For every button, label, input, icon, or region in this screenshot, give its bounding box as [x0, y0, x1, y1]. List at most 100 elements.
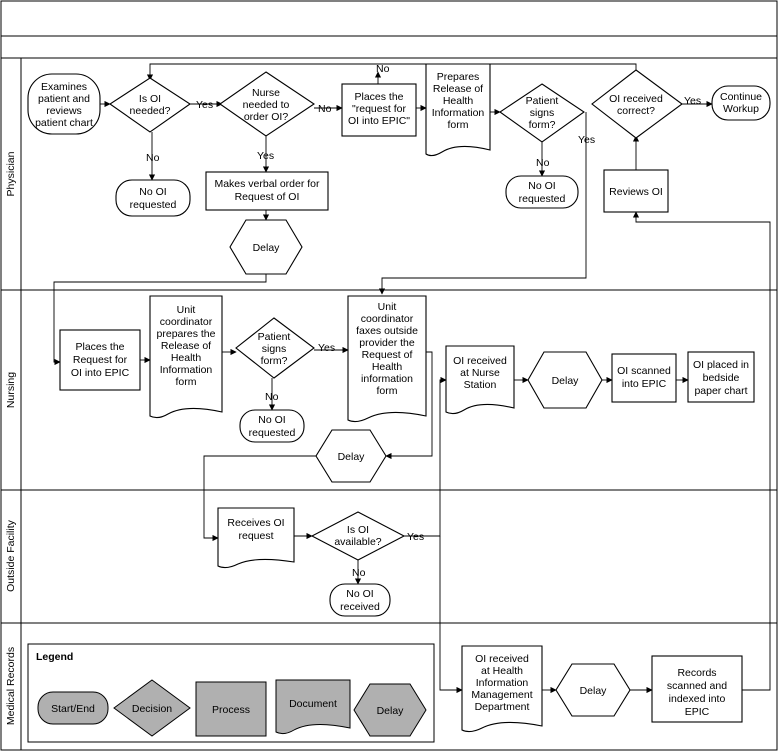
svg-text:No OI: No OI — [528, 180, 555, 192]
svg-text:Places the: Places the — [354, 91, 403, 103]
svg-text:coordinator: coordinator — [160, 316, 213, 328]
svg-text:coordinator: coordinator — [361, 313, 414, 325]
process-reviews-oi: Reviews OI — [603, 169, 669, 213]
end-node-no-oi-requested: No OI requested — [239, 409, 305, 443]
svg-text:Release of: Release of — [433, 83, 483, 95]
svg-text:requested: requested — [519, 193, 566, 205]
decision-is-oi-needed: Is OI needed? — [109, 77, 191, 133]
svg-text:Nurse: Nurse — [252, 87, 280, 99]
document-prepares-release: Prepares Release of Health Information f… — [425, 63, 491, 157]
edge-label-yes: Yes — [257, 150, 274, 162]
svg-text:OI received: OI received — [609, 93, 663, 105]
svg-text:received: received — [340, 601, 380, 613]
svg-text:patient chart: patient chart — [35, 117, 93, 129]
svg-text:Receives OI: Receives OI — [227, 517, 284, 529]
svg-text:Management: Management — [471, 689, 532, 701]
end-node-no-oi-received: No OI received — [329, 583, 391, 617]
svg-text:requested: requested — [249, 427, 296, 439]
svg-text:No OI: No OI — [258, 414, 285, 426]
svg-text:Release of: Release of — [161, 340, 211, 352]
lane-label-outside-facility: Outside Facility — [5, 519, 17, 592]
svg-text:at Nurse: at Nurse — [460, 367, 500, 379]
decision-patient-signs-nursing: Patient signs form? — [235, 317, 315, 379]
svg-text:reviews: reviews — [46, 105, 82, 117]
svg-text:Delay: Delay — [552, 375, 580, 387]
svg-text:Unit: Unit — [177, 304, 196, 316]
edge-label-yes: Yes — [196, 99, 213, 111]
svg-text:Delay: Delay — [377, 705, 405, 717]
svg-text:Document: Document — [289, 698, 337, 710]
svg-text:signs: signs — [530, 107, 555, 119]
svg-text:Department: Department — [475, 701, 530, 713]
svg-text:OI received: OI received — [475, 653, 529, 665]
lane-label-physician: Physician — [5, 151, 17, 196]
svg-text:into EPIC: into EPIC — [622, 378, 667, 390]
edge-label-no: No — [146, 152, 160, 164]
svg-text:Continue: Continue — [720, 91, 762, 103]
svg-text:Prepares: Prepares — [437, 71, 480, 83]
svg-text:Delay: Delay — [253, 242, 281, 254]
svg-text:Delay: Delay — [338, 451, 366, 463]
process-places-request-physician: Places the "request for OI into EPIC" — [341, 83, 417, 137]
svg-text:OI placed in: OI placed in — [693, 359, 749, 371]
edge-label-no: No — [265, 391, 279, 403]
svg-text:Examines: Examines — [41, 81, 87, 93]
svg-text:prepares the: prepares the — [157, 328, 216, 340]
svg-text:available?: available? — [334, 536, 381, 548]
document-receives-oi-request: Receives OI request — [217, 507, 295, 569]
end-node-no-oi-requested: No OI requested — [505, 175, 579, 209]
edge-label-yes: Yes — [578, 134, 595, 146]
svg-text:at Health: at Health — [481, 665, 523, 677]
svg-text:Request of: Request of — [362, 349, 413, 361]
svg-text:bedside: bedside — [703, 372, 740, 384]
svg-text:Makes verbal order for: Makes verbal order for — [214, 178, 320, 190]
start-node-examines: Examines patient and reviews patient cha… — [27, 73, 101, 135]
svg-text:Decision: Decision — [132, 703, 172, 715]
legend-item-start-end: Start/End — [37, 691, 109, 725]
edge-label-yes: Yes — [407, 531, 424, 543]
decision-patient-signs-physician: Patient signs form? — [499, 83, 585, 143]
svg-text:"request for: "request for — [352, 103, 406, 115]
svg-text:needed?: needed? — [130, 105, 171, 117]
svg-text:information: information — [361, 373, 413, 385]
lane-label-nursing: Nursing — [5, 372, 17, 408]
decision-nurse-needed: Nurse needed to order OI? — [219, 71, 315, 137]
connectors — [53, 63, 771, 694]
process-oi-placed-bedside: OI placed in bedside paper chart — [687, 351, 755, 403]
svg-text:Information: Information — [476, 677, 529, 689]
svg-text:form?: form? — [261, 355, 288, 367]
svg-text:correct?: correct? — [617, 105, 655, 117]
svg-text:Patient: Patient — [258, 331, 291, 343]
svg-text:Start/End: Start/End — [51, 703, 95, 715]
svg-text:order OI?: order OI? — [244, 111, 289, 123]
delay-node-physician: Delay — [229, 219, 303, 275]
svg-text:EPIC: EPIC — [685, 706, 710, 718]
delay-node-to-outside-facility: Delay — [315, 429, 387, 483]
process-makes-verbal-order: Makes verbal order for Request of OI — [205, 171, 329, 211]
svg-text:Delay: Delay — [580, 685, 608, 697]
svg-text:No OI: No OI — [346, 588, 373, 600]
svg-text:OI scanned: OI scanned — [617, 365, 671, 377]
svg-text:request: request — [238, 530, 273, 542]
edge-label-no: No — [536, 157, 550, 169]
svg-text:provider the: provider the — [359, 337, 415, 349]
svg-text:Patient: Patient — [526, 95, 559, 107]
svg-text:Request for: Request for — [73, 354, 128, 366]
legend: Legend Start/End Decision Process Docume… — [27, 643, 435, 743]
svg-text:patient and: patient and — [38, 93, 90, 105]
svg-text:No OI: No OI — [139, 186, 166, 198]
svg-text:form: form — [448, 119, 469, 131]
svg-text:Request of OI: Request of OI — [235, 191, 300, 203]
svg-text:scanned and: scanned and — [667, 680, 727, 692]
svg-text:paper chart: paper chart — [694, 385, 747, 397]
svg-text:Information: Information — [160, 364, 213, 376]
svg-text:Process: Process — [212, 704, 250, 716]
process-oi-scanned: OI scanned into EPIC — [611, 353, 677, 403]
svg-text:Information: Information — [432, 107, 485, 119]
legend-title: Legend — [36, 651, 73, 663]
legend-item-document: Document — [275, 679, 351, 735]
document-oi-received-nurse-station: OI received at Nurse Station — [445, 345, 515, 415]
edge-label-no: No — [376, 63, 390, 75]
svg-text:Records: Records — [677, 667, 716, 679]
